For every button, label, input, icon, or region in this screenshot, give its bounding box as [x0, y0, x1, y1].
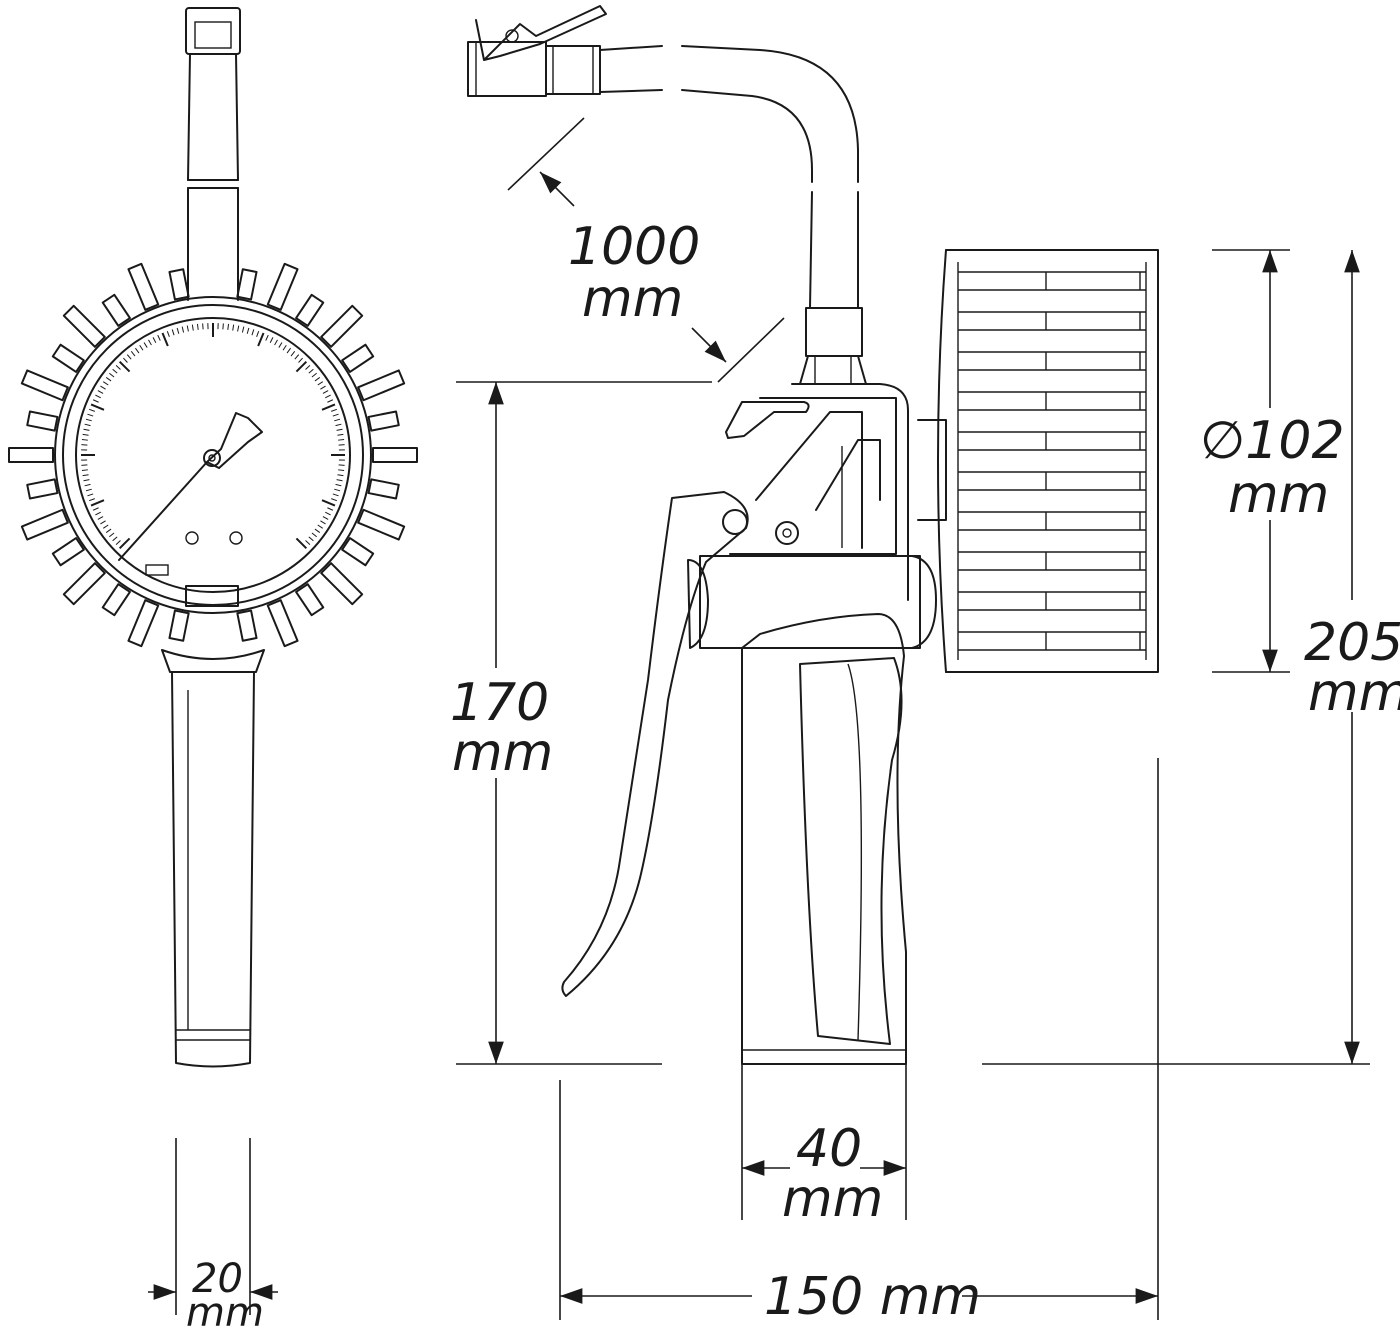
gauge-dial	[75, 317, 351, 593]
air-hose	[599, 45, 859, 309]
hose-chuck	[467, 5, 607, 97]
hose-length-unit: mm	[582, 269, 683, 329]
handle-thickness-value: 20	[192, 1256, 243, 1302]
gauge-diameter-unit: mm	[1228, 465, 1329, 525]
hose-length-value: 1000	[568, 217, 700, 277]
depth-total-label: 150 mm	[764, 1267, 981, 1327]
gauge-side	[917, 249, 1159, 673]
gauge-handle	[171, 671, 255, 1068]
gun-side-view	[467, 5, 1159, 1065]
dim-gauge-diameter	[1212, 249, 1290, 673]
dim-hose-length	[507, 117, 785, 383]
height-body-unit: mm	[452, 723, 553, 783]
grip-width-value: 40	[796, 1119, 862, 1179]
dim-height-total	[982, 249, 1370, 1065]
grip-width-unit: mm	[782, 1169, 883, 1229]
dim-depth-total	[559, 758, 1159, 1320]
pistol-grip	[741, 613, 907, 1065]
guard-ring	[54, 296, 372, 614]
chuck-top	[185, 7, 241, 189]
trigger-lever	[561, 491, 749, 997]
gauge-diameter-value: ∅102	[1200, 411, 1345, 471]
gauge-window	[185, 585, 239, 607]
dim-height-body	[456, 381, 712, 1065]
handle-thickness-unit: mm	[186, 1290, 264, 1329]
gauge-needle	[118, 412, 263, 561]
height-total-value: 205	[1304, 613, 1400, 673]
guard-rings-side	[957, 262, 1147, 660]
dim-grip-width	[741, 952, 907, 1220]
dim-handle-thickness	[148, 1138, 278, 1315]
height-body-value: 170	[450, 673, 549, 733]
rubber-guard-teeth	[8, 262, 418, 648]
gauge-scale-ticks	[81, 323, 345, 550]
height-total-unit: mm	[1308, 663, 1400, 723]
gauge-front-view	[8, 7, 418, 1068]
